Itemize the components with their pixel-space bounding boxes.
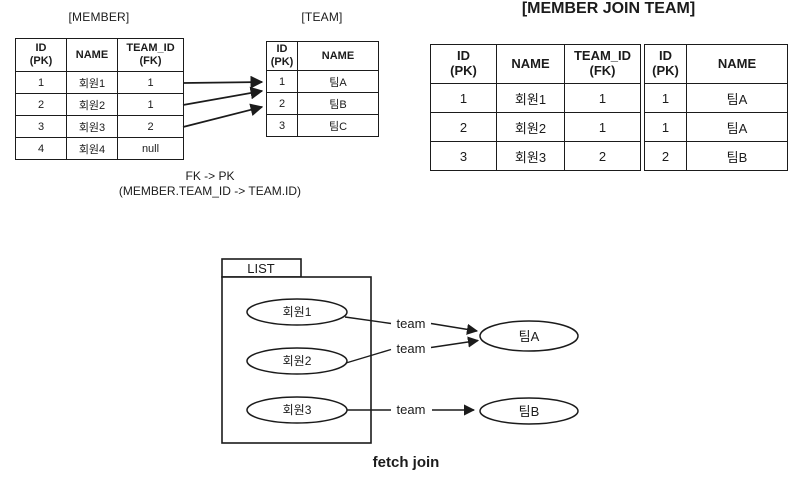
join-team-cell: 팀B bbox=[686, 141, 788, 171]
fetch-join-caption: fetch join bbox=[373, 454, 440, 471]
member1-label: 회원1 bbox=[283, 305, 312, 319]
team-table: ID (PK) NAME 1 팀A 2 팀B 3 팀C bbox=[266, 41, 379, 137]
join-table-team-part: ID (PK) NAME 1 팀A 1 팀A 2 팀B bbox=[644, 44, 788, 171]
join-member-header-row: ID (PK) NAME TEAM_ID (FK) bbox=[430, 44, 641, 84]
join-member-cell: 회원1 bbox=[496, 83, 565, 113]
table-row: 2 팀B bbox=[266, 92, 379, 115]
table-row: 2 팀B bbox=[644, 141, 788, 171]
fetch-join-diagram: LIST 회원1 회원2 회원3 팀A 팀B team team team fe… bbox=[221, 258, 579, 471]
join-team-header: NAME bbox=[686, 44, 788, 84]
member-table-cell: 1 bbox=[117, 71, 184, 94]
fk-arrow-member3-teamB bbox=[182, 103, 264, 128]
join-member-cell: 1 bbox=[564, 112, 641, 142]
edge-member1-line bbox=[344, 316, 392, 325]
fk-caption-line2: (MEMBER.TEAM_ID -> TEAM.ID) bbox=[118, 184, 302, 198]
teamB-ellipse bbox=[479, 397, 579, 425]
teamA-label: 팀A bbox=[519, 329, 540, 344]
member-table-cell: 3 bbox=[15, 115, 67, 138]
teamB-label: 팀B bbox=[519, 404, 540, 419]
member-table-cell: 1 bbox=[117, 93, 184, 116]
join-table-title: [MEMBER JOIN TEAM] bbox=[521, 0, 696, 17]
join-team-header: ID (PK) bbox=[644, 44, 687, 84]
fk-caption-line1: FK -> PK bbox=[185, 169, 235, 183]
fk-arrow-member1-teamA bbox=[182, 75, 264, 89]
edge-member1-arrow bbox=[430, 322, 479, 335]
fk-arrow-member2-teamA bbox=[182, 86, 264, 106]
join-member-header: NAME bbox=[496, 44, 565, 84]
member-table-cell: 2 bbox=[117, 115, 184, 138]
member-table-cell: 회원3 bbox=[66, 115, 118, 138]
member2-ellipse bbox=[246, 347, 348, 375]
team-table-header: NAME bbox=[297, 41, 379, 71]
table-row: 4 회원4 null bbox=[15, 137, 184, 160]
member-table-cell: 회원2 bbox=[66, 93, 118, 116]
member2-label: 회원2 bbox=[283, 354, 312, 368]
join-member-header: TEAM_ID (FK) bbox=[564, 44, 641, 84]
edge-member2-line bbox=[345, 348, 392, 364]
edge-member2-arrow bbox=[430, 336, 480, 349]
table-row: 2 회원2 1 bbox=[430, 112, 641, 142]
table-row: 1 회원1 1 bbox=[15, 71, 184, 94]
table-row: 1 팀A bbox=[266, 70, 379, 93]
join-member-cell: 회원3 bbox=[496, 141, 565, 171]
team-table-header: ID (PK) bbox=[266, 41, 298, 71]
join-team-cell: 팀A bbox=[686, 112, 788, 142]
join-team-cell: 팀A bbox=[686, 83, 788, 113]
join-member-cell: 회원2 bbox=[496, 112, 565, 142]
table-row: 3 회원3 2 bbox=[430, 141, 641, 171]
join-member-cell: 3 bbox=[430, 141, 497, 171]
member-table-header: NAME bbox=[66, 38, 118, 72]
join-team-cell: 2 bbox=[644, 141, 687, 171]
fk-caption: FK -> PK (MEMBER.TEAM_ID -> TEAM.ID) bbox=[80, 169, 340, 199]
join-member-cell: 2 bbox=[430, 112, 497, 142]
join-member-header: ID (PK) bbox=[430, 44, 497, 84]
table-row: 1 팀A bbox=[644, 83, 788, 113]
member-table-cell: 회원1 bbox=[66, 71, 118, 94]
join-member-cell: 2 bbox=[564, 141, 641, 171]
table-row: 3 회원3 2 bbox=[15, 115, 184, 138]
join-member-cell: 1 bbox=[564, 83, 641, 113]
member-table-title: [MEMBER] bbox=[68, 10, 130, 24]
join-member-cell: 1 bbox=[430, 83, 497, 113]
member-table-cell: null bbox=[117, 137, 184, 160]
team-table-cell: 3 bbox=[266, 114, 298, 137]
member-table-cell: 2 bbox=[15, 93, 67, 116]
team-table-cell: 팀B bbox=[297, 92, 379, 115]
member-table-header-row: ID (PK) NAME TEAM_ID (FK) bbox=[15, 38, 184, 72]
member-table-cell: 4 bbox=[15, 137, 67, 160]
team-table-cell: 팀C bbox=[297, 114, 379, 137]
member-table-cell: 회원4 bbox=[66, 137, 118, 160]
join-team-header-row: ID (PK) NAME bbox=[644, 44, 788, 84]
list-box-label: LIST bbox=[247, 261, 275, 276]
join-team-cell: 1 bbox=[644, 83, 687, 113]
join-team-cell: 1 bbox=[644, 112, 687, 142]
member1-ellipse bbox=[246, 298, 348, 326]
edge-label-team1: team bbox=[397, 316, 426, 331]
team-table-title: [TEAM] bbox=[301, 10, 343, 24]
join-table-member-part: ID (PK) NAME TEAM_ID (FK) 1 회원1 1 2 회원2 … bbox=[430, 44, 641, 171]
teamA-ellipse bbox=[479, 320, 579, 352]
team-table-cell: 팀A bbox=[297, 70, 379, 93]
table-row: 2 회원2 1 bbox=[15, 93, 184, 116]
table-row: 1 팀A bbox=[644, 112, 788, 142]
member-table-header: ID (PK) bbox=[15, 38, 67, 72]
member-table: ID (PK) NAME TEAM_ID (FK) 1 회원1 1 2 회원2 … bbox=[15, 38, 184, 160]
team-table-header-row: ID (PK) NAME bbox=[266, 41, 379, 71]
table-row: 3 팀C bbox=[266, 114, 379, 137]
edge-label-team3: team bbox=[397, 402, 426, 417]
table-row: 1 회원1 1 bbox=[430, 83, 641, 113]
member3-label: 회원3 bbox=[283, 403, 312, 417]
member-table-header: TEAM_ID (FK) bbox=[117, 38, 184, 72]
member-table-cell: 1 bbox=[15, 71, 67, 94]
edge-label-team2: team bbox=[397, 341, 426, 356]
fk-arrows-graphic bbox=[182, 75, 264, 128]
